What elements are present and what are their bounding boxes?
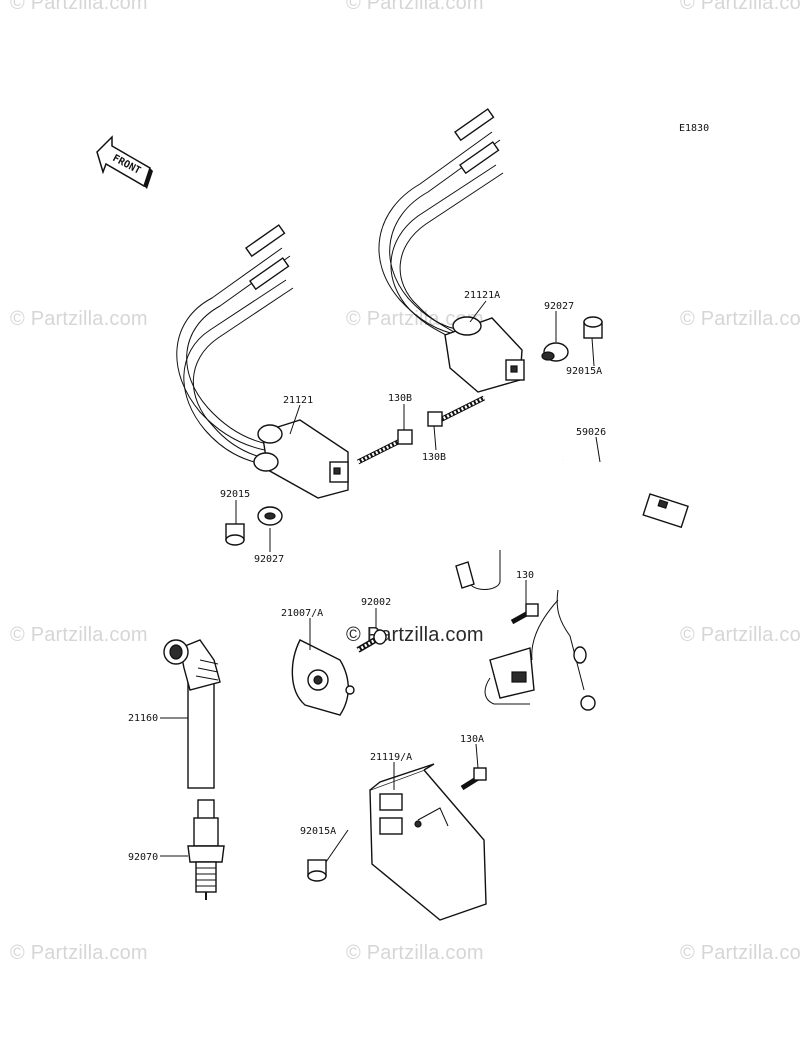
label-21160: 21160 xyxy=(128,713,158,724)
watermark: © Partzilla.com xyxy=(10,942,148,964)
spacer-92015A-bottom xyxy=(307,859,327,882)
spacer-92015-left xyxy=(225,523,245,546)
pickup-coil-21007A xyxy=(291,639,355,716)
watermark: © Partzilla.com xyxy=(680,0,800,14)
wiring-harness-59026 xyxy=(455,452,689,711)
watermark: © Partzilla.com xyxy=(346,308,484,330)
label-92015A-top: 92015A xyxy=(566,366,602,377)
spacer-92015A-top xyxy=(583,316,603,339)
collar-92027-top xyxy=(541,342,569,362)
watermark: © Partzilla.com xyxy=(10,0,148,14)
spark-plug-92070 xyxy=(187,799,225,900)
label-92027-bottom: 92027 xyxy=(254,554,284,565)
bolt-130B-right xyxy=(427,395,486,427)
label-92015: 92015 xyxy=(220,489,250,500)
ignition-coil-21121 xyxy=(176,224,349,499)
watermark: © Partzilla.com xyxy=(680,942,800,964)
watermark: © Partzilla.com xyxy=(10,624,148,646)
leader-lines xyxy=(160,300,601,863)
label-21119A: 21119/A xyxy=(370,752,412,763)
label-59026: 59026 xyxy=(576,427,606,438)
label-21007A: 21007/A xyxy=(281,608,323,619)
spark-plug-cap-21160 xyxy=(163,639,221,789)
label-130B-top: 130B xyxy=(388,393,412,404)
igniter-21119A xyxy=(369,763,487,921)
label-130: 130 xyxy=(516,570,534,581)
collar-92027-left xyxy=(257,506,283,526)
label-92015A-bottom: 92015A xyxy=(300,826,336,837)
watermark: © Partzilla.com xyxy=(10,308,148,330)
label-92070: 92070 xyxy=(128,852,158,863)
watermark: © Partzilla.com xyxy=(680,624,800,646)
bolt-130A xyxy=(460,767,487,791)
label-21121A: 21121A xyxy=(464,290,500,301)
bolt-130B-left xyxy=(356,429,413,465)
screw-92002 xyxy=(356,629,387,653)
label-21121: 21121 xyxy=(283,395,313,406)
label-130B-bottom: 130B xyxy=(422,452,446,463)
label-130A: 130A xyxy=(460,734,484,745)
ignition-coil-21121A xyxy=(378,108,525,393)
watermark: © Partzilla.com xyxy=(346,942,484,964)
watermark: © Partzilla.com xyxy=(680,308,800,330)
watermark: © Partzilla.com xyxy=(346,0,484,14)
diagram-code: E1830 xyxy=(679,123,709,134)
label-92027-top: 92027 xyxy=(544,301,574,312)
bolt-130 xyxy=(510,603,539,625)
front-arrow-icon: FRONT xyxy=(96,135,153,189)
part-labels: 21121A 92027 92015A 130B 130B 21121 5902… xyxy=(128,290,606,863)
label-92002: 92002 xyxy=(361,597,391,608)
